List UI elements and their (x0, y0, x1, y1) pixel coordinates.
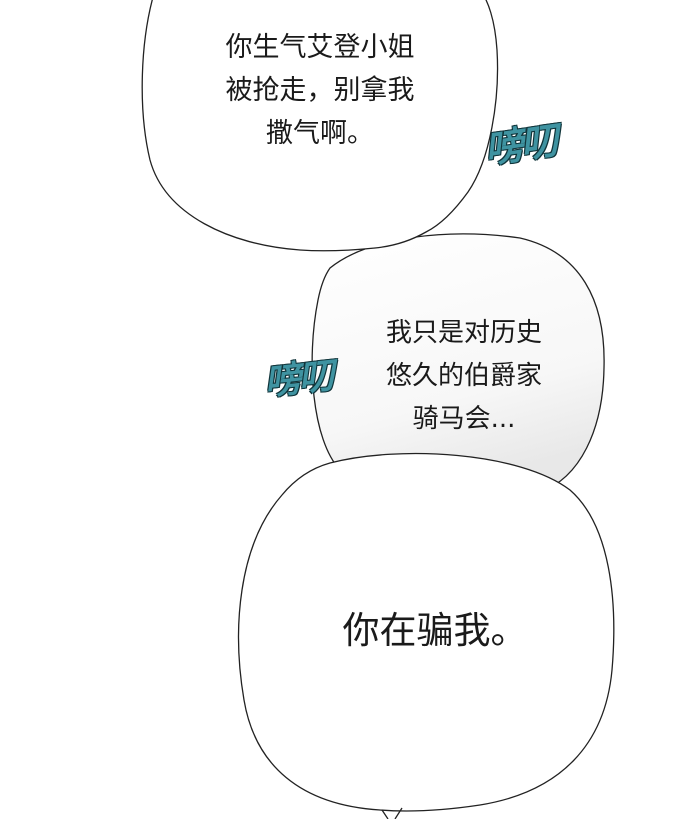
speech-bubble-top (141, 0, 499, 252)
dialogue-top: 你生气艾登小姐 被抢走，别拿我 撒气啊。 (180, 26, 460, 155)
dialogue-line: 悠久的伯爵家 (385, 361, 542, 391)
dialogue-line: 骑马会... (412, 404, 516, 434)
dialogue-line: 撒气啊。 (266, 118, 374, 149)
dialogue-line: 你生气艾登小姐 (225, 32, 415, 63)
dialogue-bottom: 你在骗我。 (290, 606, 580, 656)
dialogue-line: 被抢走，别拿我 (225, 75, 415, 106)
dialogue-line: 你在骗我。 (342, 609, 528, 652)
sound-effect-lower: 嗙叨 (262, 355, 335, 404)
dialogue-middle: 我只是对历史 悠久的伯爵家 骑马会... (336, 312, 592, 441)
bubble-tail (381, 807, 403, 820)
speech-bubble-bottom (237, 452, 615, 812)
dialogue-line: 我只是对历史 (385, 318, 542, 348)
sound-effect-upper: 嗙叨 (481, 118, 560, 172)
